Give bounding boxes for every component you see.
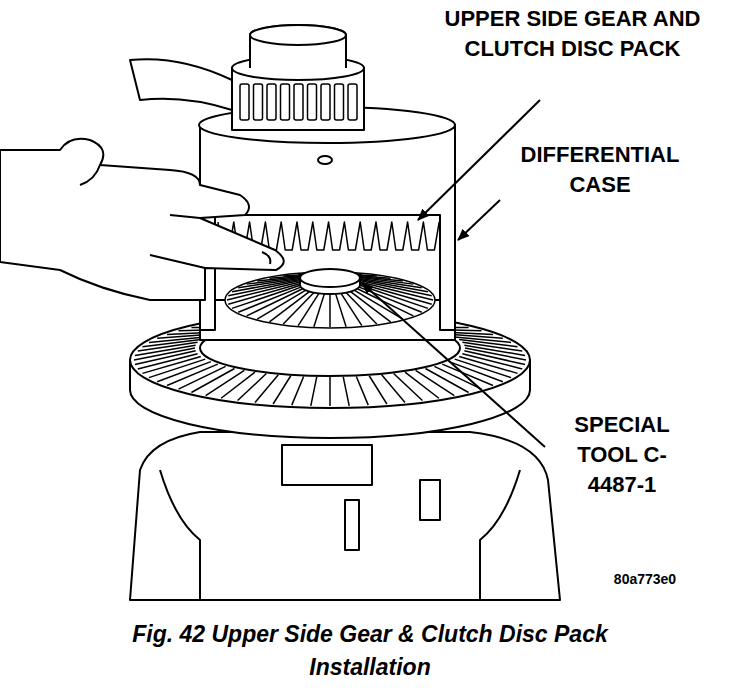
ring-gear-tooth [238,374,267,401]
bearing-roller [254,84,263,120]
bearing-roller [308,84,317,120]
tool-top [300,269,360,287]
ring-gear-tooth [356,376,368,405]
bearing-cone [250,25,346,68]
figure-caption: Fig. 42 Upper Side Gear & Clutch Disc Pa… [80,618,660,684]
vise-jaw [480,470,520,600]
bearing-cone-top [250,25,346,45]
ring-gear-tooth [255,375,278,403]
part-label: UPPER SIDE GEAR AND CLUTCH DISC PACK [440,4,705,64]
ring-gear-tooth [311,377,317,406]
bearing-roller [281,84,290,120]
ring-gear-tooth [382,375,405,403]
vise-body [130,432,560,600]
lower-gear-tooth [351,288,403,319]
vise-jaw [160,470,200,600]
lower-gear-tooth [247,287,306,316]
hand-nail [262,252,270,264]
ring-gear-tooth [221,372,255,398]
bearing-roller [267,84,276,120]
part-label: DIFFERENTIAL CASE [495,140,705,200]
lower-gear-tooth [314,291,325,327]
lower-gear-tooth [335,291,346,327]
part-label: SPECIAL TOOL C-4487-1 [552,410,692,500]
vise-block [345,500,359,550]
hand-upper [130,59,232,110]
lower-gear-tooth [360,281,432,296]
bearing-roller [240,84,249,120]
ring-gear-tooth [464,345,525,355]
ring-gear-tooth [273,376,291,404]
ring-gear-tooth [369,376,387,404]
ring-gear-tooth [416,370,455,395]
bearing-roller [321,84,330,120]
lower-gear-tooth [329,291,331,327]
figure-code: 80a773e0 [600,570,690,588]
bearing-roller [294,84,303,120]
vise-block [282,445,372,485]
case-body [200,125,455,330]
hand [0,139,284,300]
ring-gear-tooth [343,377,349,406]
lower-gear-tooth [344,290,377,324]
ring-gear-tooth [405,372,439,398]
ring-gear-tooth [329,377,331,406]
bearing-roller [348,84,357,120]
ring-gear-tooth [394,374,423,401]
lower-gear-tooth [339,291,362,326]
leader-arrow [362,283,545,447]
hand-crease [80,165,205,268]
leader-arrow [458,200,500,240]
ring-gear-tooth [292,376,304,405]
vise-block [420,480,440,520]
bearing-roller [335,84,344,120]
case-hole [318,156,332,164]
lower-gear-tooth [298,291,321,326]
